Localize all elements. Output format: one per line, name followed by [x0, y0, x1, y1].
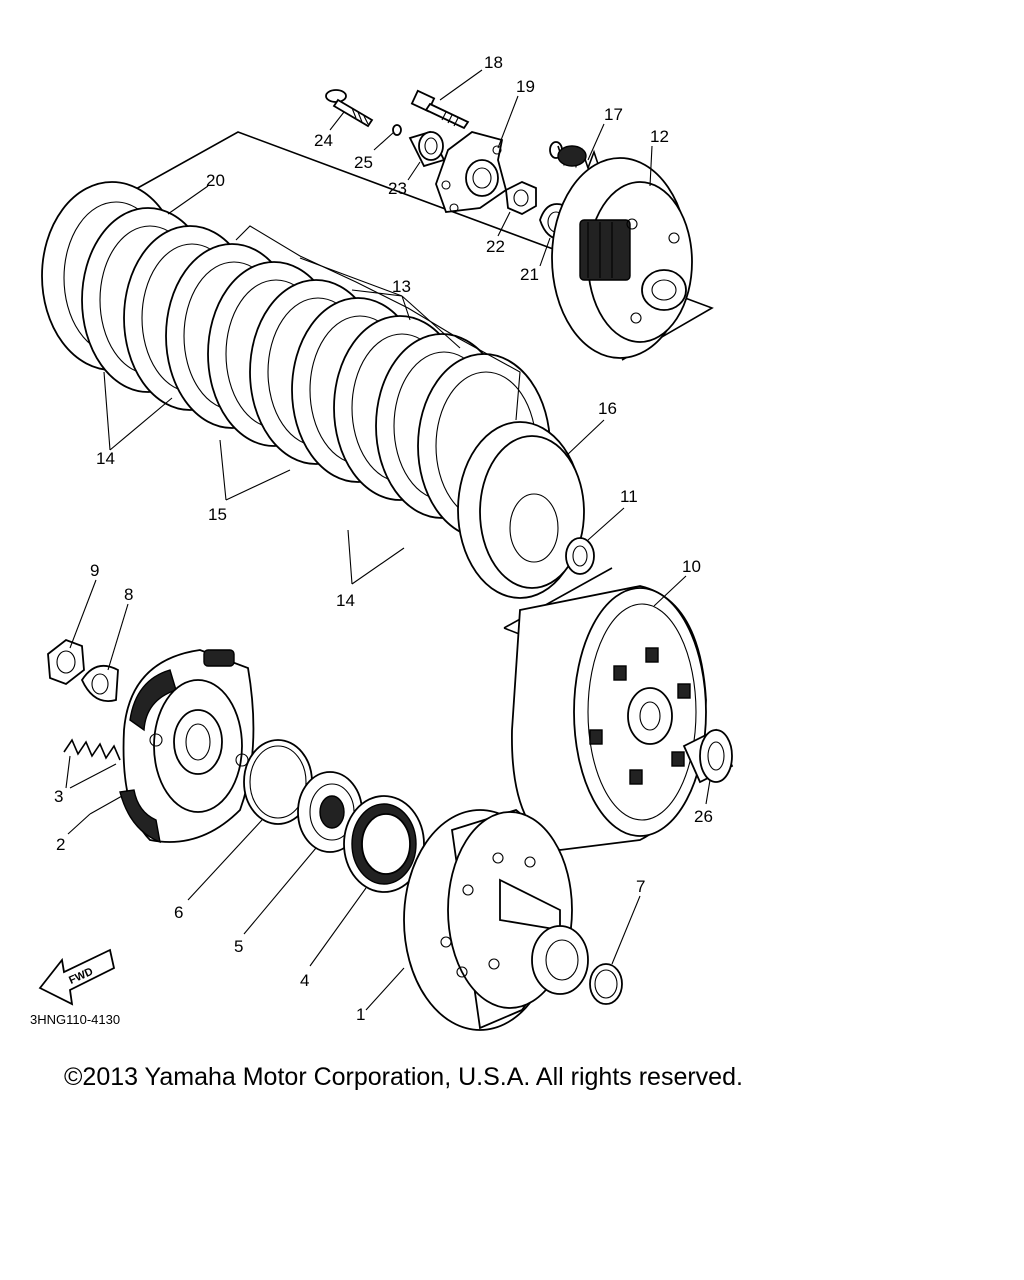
callout-14-upper: 14: [96, 449, 115, 468]
part-10-clutch-housing: [511, 585, 707, 851]
callout-10: 10: [682, 557, 701, 576]
copyright-notice: ©2013 Yamaha Motor Corporation, U.S.A. A…: [64, 1063, 743, 1091]
callout-9: 9: [90, 561, 99, 580]
part-3-spring: [63, 738, 121, 761]
callout-12: 12: [650, 127, 669, 146]
part-25-o-ring: [392, 124, 402, 136]
part-11-lock-washer: [565, 537, 595, 575]
callout-1: 1: [356, 1005, 365, 1024]
part-26-collar: [682, 728, 734, 784]
upper-assembly-frame: [47, 131, 714, 361]
callout-14-lower: 14: [336, 591, 355, 610]
callout-11: 11: [620, 487, 638, 506]
callout-4: 4: [300, 971, 309, 990]
part-7-washer: [589, 963, 623, 1005]
part-4-one-way-clutch: [343, 795, 425, 893]
callout-16: 16: [598, 399, 617, 418]
callout-2: 2: [56, 835, 65, 854]
callout-6: 6: [174, 903, 183, 922]
part-17-spring: [549, 141, 601, 171]
callout-15: 15: [208, 505, 227, 524]
part-23-bearing: [408, 130, 446, 168]
callout-leaders: [65, 69, 711, 1011]
drawing-code: 3HNG110-4130: [30, 1012, 120, 1027]
part-12-clutch-boss: [551, 157, 693, 359]
part-19-plate: [435, 131, 508, 213]
clutch-exploded-diagram: 18 19 17 12 24 25 23 22 21 20 13 16 11 1…: [30, 53, 734, 1031]
callout-19: 19: [516, 77, 535, 96]
part-24-bolt: [325, 89, 374, 128]
callout-7: 7: [636, 877, 645, 896]
callout-22: 22: [486, 237, 505, 256]
callout-3: 3: [54, 787, 63, 806]
part-18-bolt: [410, 89, 470, 130]
callout-8: 8: [124, 585, 133, 604]
callout-18: 18: [484, 53, 503, 72]
part-1-primary-drum: [403, 808, 589, 1031]
part-9-nut: [47, 638, 85, 686]
callout-24: 24: [314, 131, 333, 150]
part-8-lock-washer: [80, 664, 119, 702]
callout-13: 13: [392, 277, 411, 296]
callout-25: 25: [354, 153, 373, 172]
bracket-13: [235, 225, 521, 421]
callout-21: 21: [520, 265, 539, 284]
callout-20: 20: [206, 171, 225, 190]
part-22-nut: [505, 181, 537, 216]
part-2-clutch-carrier: [119, 649, 255, 844]
fwd-arrow: [38, 948, 116, 1006]
callout-23: 23: [388, 179, 407, 198]
callout-26: 26: [694, 807, 713, 826]
callout-5: 5: [234, 937, 243, 956]
callout-labels: 18 19 17 12 24 25 23 22 21 20 13 16 11 1…: [54, 53, 713, 1024]
part-16-pressure-plate: [457, 421, 585, 599]
callout-17: 17: [604, 105, 623, 124]
